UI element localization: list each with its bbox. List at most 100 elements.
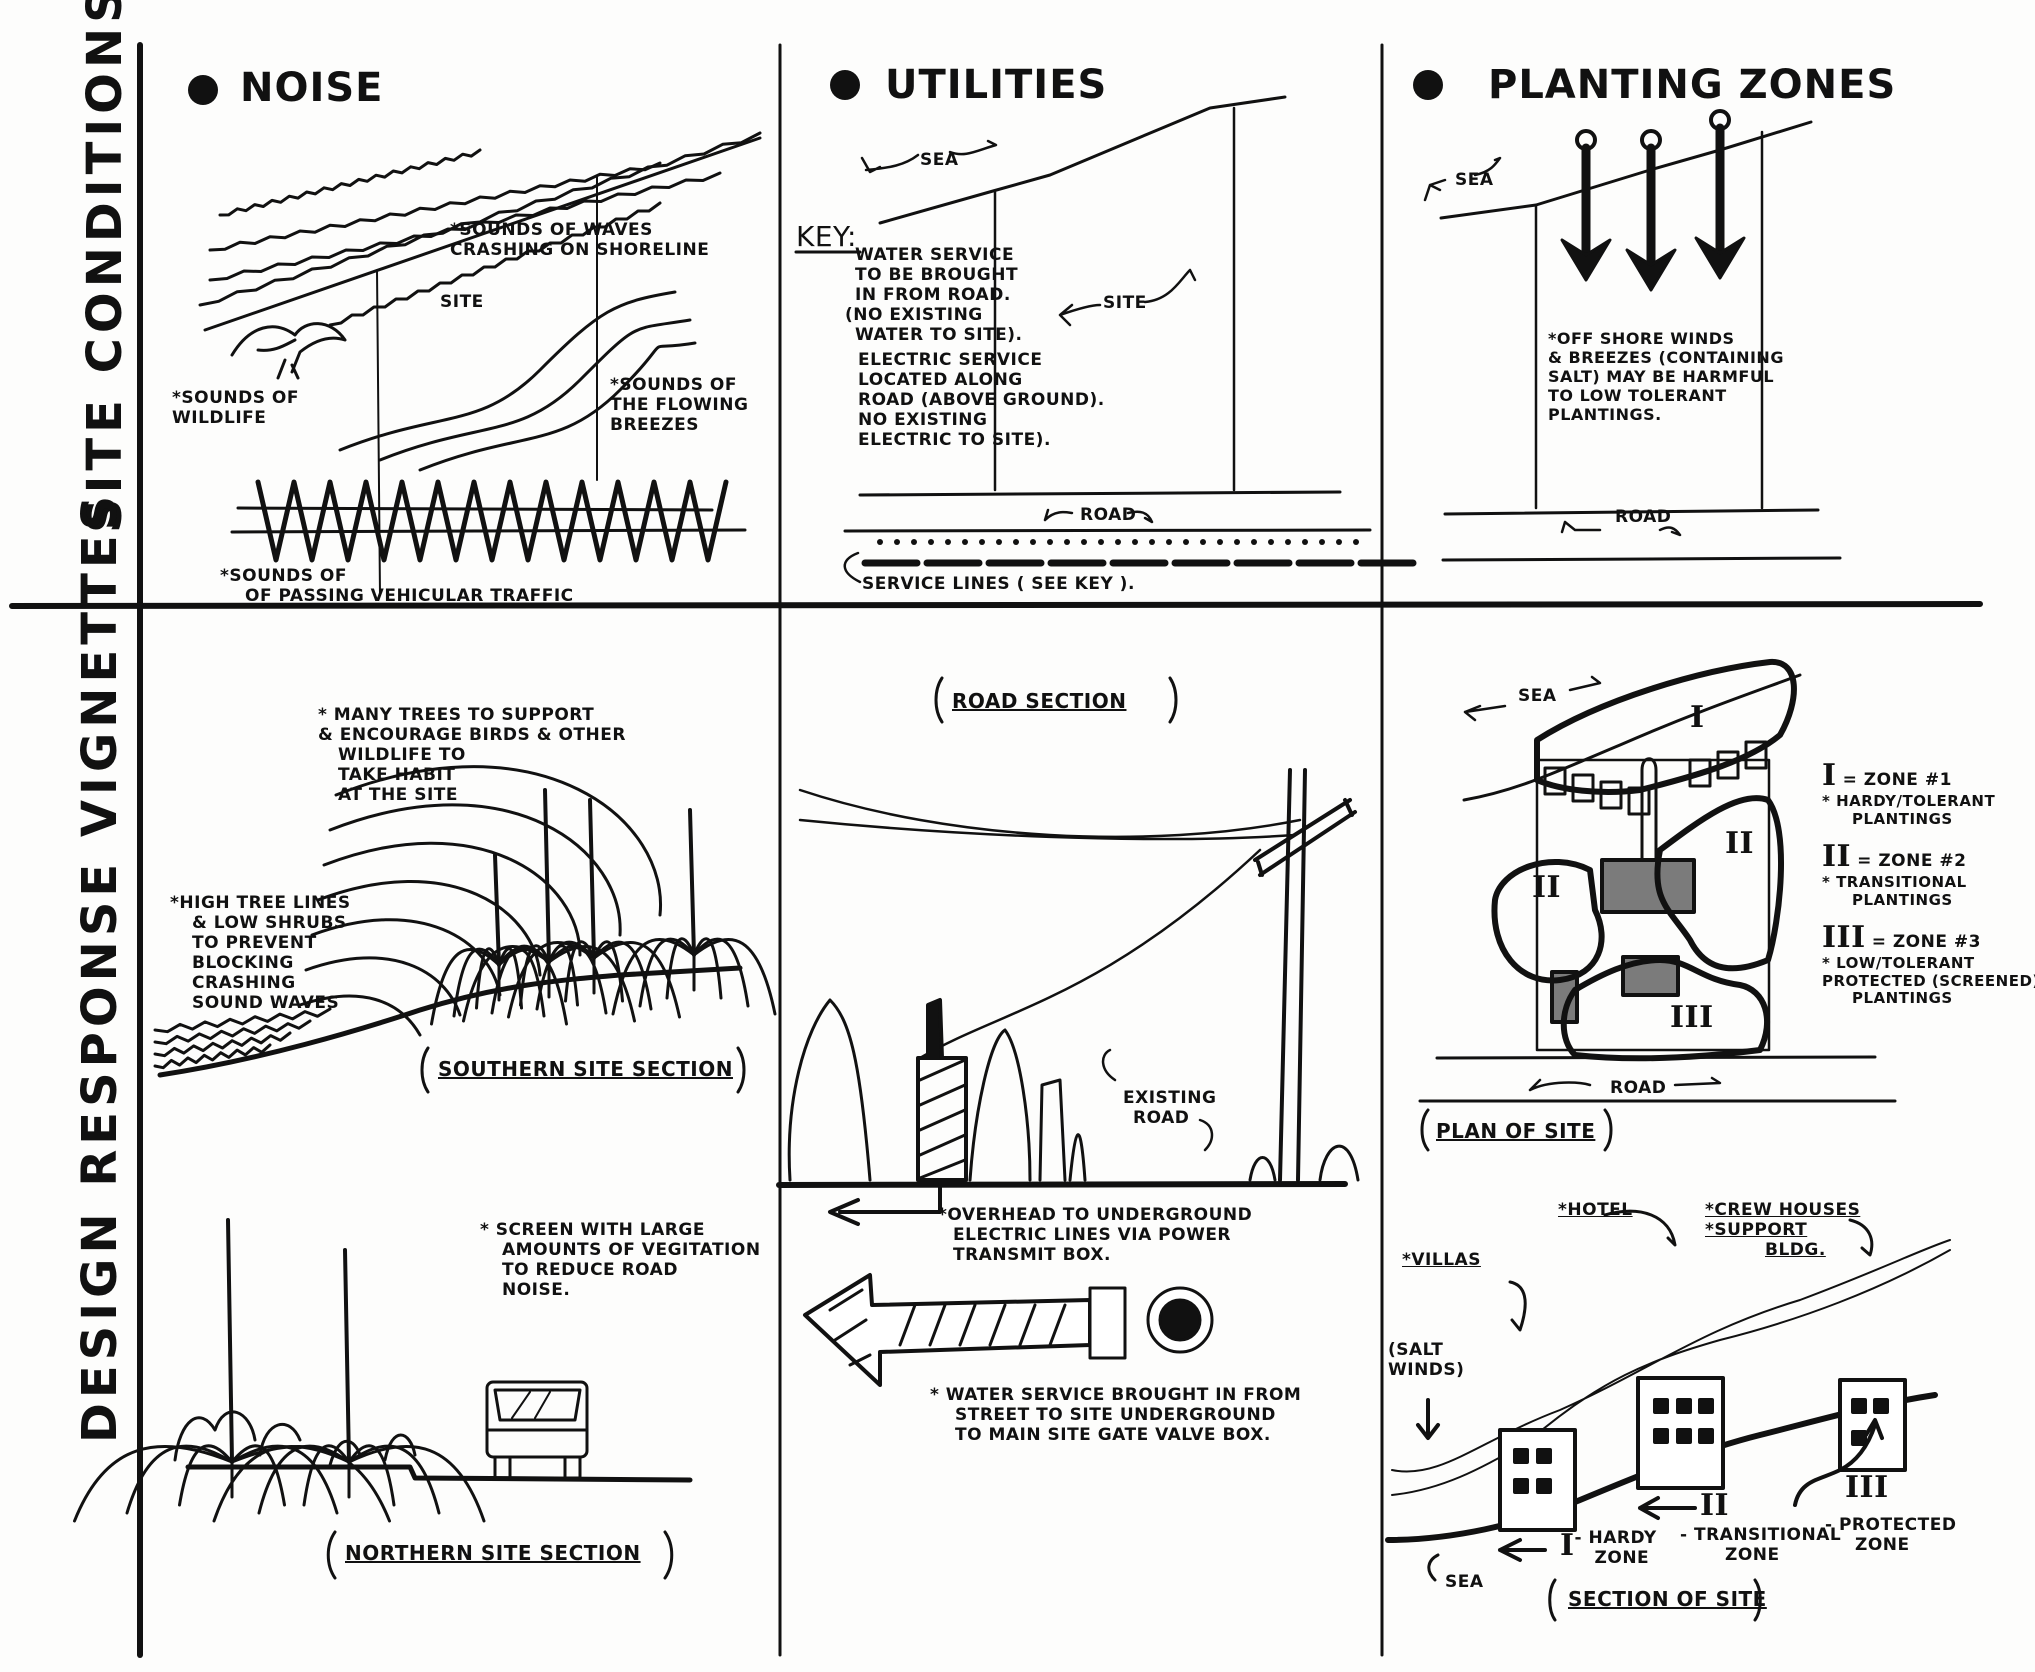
road-edge bbox=[1443, 508, 1820, 516]
water-dot bbox=[979, 539, 985, 545]
water-dot bbox=[996, 539, 1002, 545]
sea-ripples bbox=[153, 1007, 332, 1070]
note-line: ELECTRIC TO SITE). bbox=[858, 430, 1051, 451]
palm-frond bbox=[638, 937, 696, 1008]
water-dot bbox=[1149, 539, 1155, 545]
caption-northern-site-section: NORTHERN SITE SECTION bbox=[345, 1541, 641, 1565]
palm-frond bbox=[178, 1444, 234, 1507]
wind-arrow-head bbox=[1694, 236, 1746, 280]
palm-trees bbox=[73, 1218, 486, 1523]
caption-road-section: ROAD SECTION bbox=[952, 689, 1127, 713]
building-block bbox=[1599, 780, 1623, 810]
building-block bbox=[1550, 970, 1579, 1024]
breeze-line bbox=[378, 318, 692, 462]
note-line: BLOCKING bbox=[192, 953, 294, 974]
note-line: CRASHING bbox=[192, 973, 296, 994]
water-dot bbox=[1081, 539, 1087, 545]
palm-frond bbox=[73, 1444, 234, 1523]
legend-desc: PLANTINGS bbox=[1852, 989, 1953, 1008]
note-line: IN FROM ROAD. bbox=[855, 285, 1011, 306]
note-line: - TRANSITIONAL bbox=[1680, 1525, 1842, 1545]
road-edge bbox=[1441, 556, 1842, 562]
label-site: SITE bbox=[440, 292, 484, 312]
plan-zone-label: I bbox=[1690, 700, 1705, 735]
note-line: TO MAIN SITE GATE VALVE BOX. bbox=[955, 1425, 1271, 1446]
palm-trunk bbox=[226, 1218, 234, 1464]
note-line: - HARDY bbox=[1574, 1528, 1657, 1548]
note-line: & LOW SHRUBS bbox=[192, 913, 347, 934]
note-line: *SUPPORT bbox=[1705, 1220, 1808, 1241]
plan-zone-label: II bbox=[1725, 826, 1755, 861]
label-site: SITE bbox=[1103, 293, 1147, 313]
caption-bracket bbox=[1420, 1108, 1613, 1152]
zone-numeral: II bbox=[1700, 1488, 1730, 1523]
heading-utilities: UTILITIES bbox=[885, 62, 1108, 108]
water-dot bbox=[1217, 539, 1223, 545]
wind-arrows bbox=[1560, 109, 1746, 292]
water-dot bbox=[1047, 539, 1053, 545]
wave-line bbox=[208, 171, 722, 282]
note-line: WILDLIFE bbox=[172, 408, 267, 429]
ground-line bbox=[185, 1464, 693, 1483]
wave-lines bbox=[198, 131, 762, 332]
note-line: *SOUNDS OF bbox=[172, 388, 299, 408]
water-dot bbox=[1098, 539, 1104, 545]
palm-trunk bbox=[588, 798, 596, 960]
legend-desc: PROTECTED (SCREENED) bbox=[1822, 971, 2035, 990]
bullet-icon bbox=[1413, 70, 1443, 100]
power-pole-icon bbox=[1253, 768, 1357, 1182]
zone-2-outline bbox=[1654, 795, 1785, 972]
palm-frond bbox=[475, 947, 501, 1010]
palm-frond bbox=[302, 1444, 351, 1507]
palm-frond bbox=[535, 940, 596, 1011]
salt-wind-arrow bbox=[1416, 1398, 1440, 1440]
key-title: KEY: bbox=[796, 220, 857, 253]
note-line: ELECTRIC LINES VIA POWER bbox=[953, 1225, 1232, 1246]
sound-arc bbox=[334, 765, 663, 917]
note-line: & ENCOURAGE BIRDS & OTHER bbox=[318, 725, 626, 746]
note-line: *SOUNDS OF WAVES bbox=[450, 220, 653, 240]
palm-trunk bbox=[343, 1248, 351, 1464]
note-line: WATER TO SITE). bbox=[855, 325, 1023, 346]
note-line: PLANTINGS. bbox=[1548, 404, 1662, 424]
water-dot bbox=[1115, 539, 1121, 545]
road-arrow bbox=[1560, 520, 1682, 537]
palm-frond bbox=[611, 938, 696, 1016]
building-block bbox=[1621, 955, 1680, 997]
road-line bbox=[236, 506, 714, 512]
caption-section-of-site: SECTION OF SITE bbox=[1568, 1587, 1767, 1611]
road-edge bbox=[843, 528, 1372, 533]
note-line: ZONE bbox=[1855, 1535, 1910, 1556]
caption-bracket bbox=[326, 1530, 674, 1580]
planting-sketch bbox=[1423, 109, 1842, 562]
note-line: TO BE BROUGHT bbox=[855, 265, 1019, 286]
palm-trees bbox=[430, 788, 777, 1026]
legend-numeral: III bbox=[1822, 919, 1866, 955]
caption-southern-site-section: SOUTHERN SITE SECTION bbox=[438, 1057, 733, 1081]
wave-line bbox=[218, 148, 482, 217]
water-dot bbox=[945, 539, 951, 545]
water-dot bbox=[1319, 539, 1325, 545]
palm-frond bbox=[692, 937, 750, 1008]
note-line: *SOUNDS OF bbox=[220, 566, 347, 586]
note-line: CRASHING ON SHORELINE bbox=[450, 240, 710, 261]
palm-trunk bbox=[493, 853, 501, 967]
note-line: *SOUNDS OF bbox=[610, 375, 737, 395]
noise-sketch bbox=[198, 131, 762, 596]
caption-plan-of-site: PLAN OF SITE bbox=[1436, 1119, 1596, 1143]
note-line: *CREW HOUSES bbox=[1705, 1200, 1861, 1220]
note-line: *OFF SHORE WINDS bbox=[1548, 329, 1735, 348]
palm-frond bbox=[564, 940, 596, 1003]
legend-desc: * TRANSITIONAL bbox=[1822, 873, 1967, 892]
label-road: ROAD bbox=[1610, 1078, 1667, 1098]
legend-desc: * LOW/TOLERANT bbox=[1822, 953, 1975, 972]
legend-desc: PLANTINGS bbox=[1852, 810, 1953, 829]
note-line: ROAD (ABOVE GROUND). bbox=[858, 390, 1105, 411]
plan-zone-label: III bbox=[1670, 1000, 1714, 1035]
